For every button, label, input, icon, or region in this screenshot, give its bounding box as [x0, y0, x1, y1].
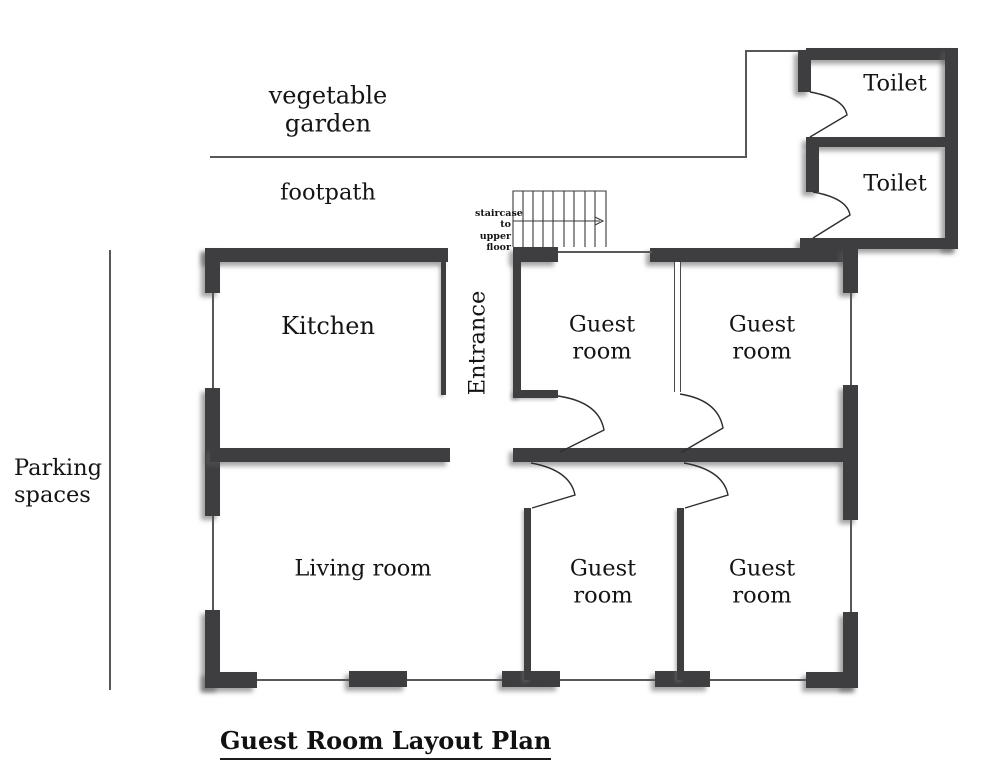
guest-room-top-2-label: Guest room [728, 311, 796, 364]
garden-boundary-line-horizontal [210, 156, 746, 158]
door-arc-toilet-1 [809, 91, 848, 138]
living-room-label: Living room [294, 555, 432, 582]
top-window-line [558, 251, 652, 253]
toilet-right-wall [945, 48, 958, 249]
guestroom1-left-wall [513, 262, 521, 398]
corridor-wall [513, 448, 845, 462]
toilet-top-wall [806, 48, 958, 60]
vegetable-garden-label: vegetable garden [268, 81, 388, 138]
left-window-line-1 [212, 293, 214, 388]
left-window-line-2 [212, 516, 214, 610]
garden-boundary-line-vertical [745, 50, 747, 158]
bottom-wall-left-foot [205, 672, 257, 688]
top-guestroom-divider-wall [674, 262, 681, 392]
staircase-note-label: staircase to upper floor [475, 208, 523, 254]
parking-spaces-label: Parking spaces [14, 455, 103, 508]
staircase [512, 190, 607, 247]
toilet-bottom-wall [800, 238, 958, 249]
door-arc-guestroom-bottom-2 [683, 462, 729, 509]
top-wall-left-segment [205, 248, 448, 262]
kitchen-right-wall [441, 262, 446, 395]
toilet-1-label: Toilet [863, 70, 927, 97]
top-wall-right-segment [650, 248, 858, 262]
left-wall-bottom-pier [205, 610, 220, 688]
kitchen-label: Kitchen [281, 311, 375, 340]
bottom-wall-pier-1 [349, 671, 407, 687]
right-window-line-1 [850, 293, 852, 385]
toilet-2-label: Toilet [863, 170, 927, 197]
right-window-line-2 [850, 520, 852, 612]
toilet1-left-pier [798, 50, 811, 92]
guest-room-bottom-2-label: Guest room [728, 555, 796, 608]
kitchen-living-divider-wall [210, 448, 450, 462]
staircase-arrow-icon [594, 216, 605, 226]
door-arc-guestroom-bottom-1 [530, 462, 576, 509]
toilet2-left-pier [806, 147, 819, 192]
entrance-label: Entrance [464, 290, 491, 396]
right-wall-bottom-pier [843, 612, 858, 688]
door-arc-guestroom-top-1 [557, 395, 605, 453]
bottom-wall-pier-2 [502, 671, 560, 687]
door-arc-toilet-2 [812, 191, 851, 239]
guestroom1-door-stub [513, 390, 558, 398]
left-wall-top-pier [205, 248, 220, 293]
bottom-wall-right-foot [806, 672, 858, 688]
door-arc-guestroom-top-2 [679, 393, 724, 453]
guest-room-bottom-1-label: Guest room [569, 555, 637, 608]
right-wall-top-pier [843, 248, 858, 293]
parking-boundary-line [109, 250, 111, 690]
plan-title: Guest Room Layout Plan [220, 726, 552, 760]
footpath-label: footpath [280, 179, 376, 206]
bottom-divider-wall-2 [677, 508, 684, 680]
garden-boundary-line-top [746, 50, 802, 52]
top-wall-stair-pier [513, 247, 558, 262]
right-wall-mid-pier [843, 385, 858, 520]
toilet-divider-wall [806, 137, 945, 147]
guest-room-top-1-label: Guest room [568, 311, 636, 364]
bottom-divider-wall-1 [524, 508, 531, 680]
